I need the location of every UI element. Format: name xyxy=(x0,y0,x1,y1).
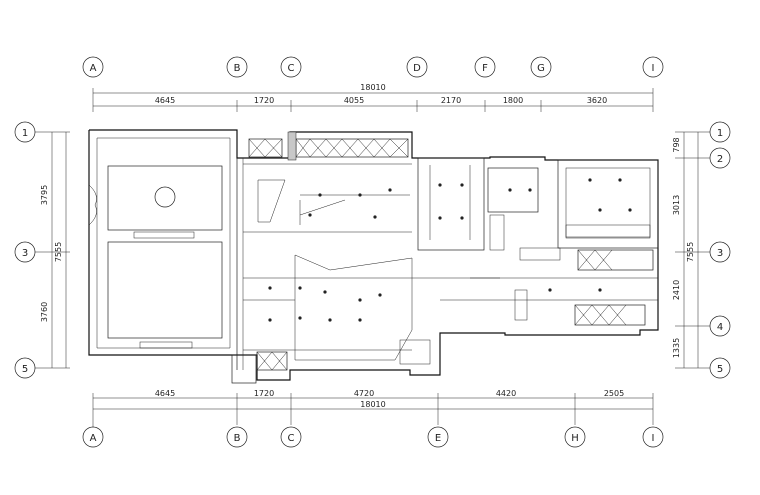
axis-bubble-bottom-E: E xyxy=(427,426,449,448)
axis-bubble-left-3: 3 xyxy=(14,241,36,263)
svg-text:1: 1 xyxy=(22,128,28,139)
svg-text:D: D xyxy=(413,63,421,74)
right-dim-2: 3013 xyxy=(672,195,681,215)
top-cabinet-band xyxy=(248,131,409,161)
svg-text:1: 1 xyxy=(717,128,723,139)
axis-bubble-right-1: 1 xyxy=(709,121,731,143)
axis-bubble-bottom-A: A xyxy=(82,426,104,448)
plan-outline xyxy=(88,129,659,381)
axis-bubble-bottom-B: B xyxy=(226,426,248,448)
top-dimension-lines: 18010 4645 1720 4055 2170 1800 3620 xyxy=(92,83,654,112)
bottom-dim-5: 2505 xyxy=(604,389,624,398)
ceiling-light-icon xyxy=(154,186,176,208)
top-dim-2: 1720 xyxy=(254,96,274,105)
svg-text:5: 5 xyxy=(717,364,723,375)
axis-bubble-top-C: C xyxy=(280,56,302,78)
svg-text:C: C xyxy=(288,63,295,74)
axis-bubble-right-5: 5 xyxy=(709,357,731,379)
svg-text:F: F xyxy=(482,63,488,74)
axis-bubble-bottom-I: I xyxy=(642,426,664,448)
axis-bubble-bottom-C: C xyxy=(280,426,302,448)
bottom-left-cabinet xyxy=(231,351,288,384)
svg-text:B: B xyxy=(234,63,241,74)
svg-text:3: 3 xyxy=(22,248,28,259)
top-axis-bubbles: A B C D F G I xyxy=(82,56,664,78)
bottom-dim-4: 4420 xyxy=(496,389,516,398)
axis-bubble-top-B: B xyxy=(226,56,248,78)
svg-text:E: E xyxy=(435,433,441,444)
axis-bubble-right-3: 3 xyxy=(709,241,731,263)
svg-text:G: G xyxy=(537,63,545,74)
top-dim-5: 1800 xyxy=(503,96,523,105)
left-total-dim: 7555 xyxy=(54,242,63,262)
svg-text:4: 4 xyxy=(717,322,723,333)
axis-bubble-right-2: 2 xyxy=(709,147,731,169)
svg-text:5: 5 xyxy=(22,364,28,375)
svg-text:I: I xyxy=(652,63,655,74)
top-dim-1: 4645 xyxy=(155,96,175,105)
right-dim-1: 798 xyxy=(672,137,681,152)
bottom-dim-2: 1720 xyxy=(254,389,274,398)
top-dim-4: 2170 xyxy=(441,96,461,105)
axis-bubble-top-D: D xyxy=(406,56,428,78)
axis-bubble-left-5: 5 xyxy=(14,357,36,379)
left-dim-1: 3795 xyxy=(40,185,49,205)
left-axis-bubbles: 1 3 5 xyxy=(14,121,36,379)
bottom-dim-3: 4720 xyxy=(354,389,374,398)
svg-text:C: C xyxy=(288,433,295,444)
central-room xyxy=(236,158,500,370)
left-room xyxy=(88,165,223,349)
bottom-axis-bubbles: A B C E H I xyxy=(82,425,664,448)
bottom-dim-1: 4645 xyxy=(155,389,175,398)
svg-text:H: H xyxy=(571,433,579,444)
axis-bubble-top-F: F xyxy=(474,56,496,78)
left-dim-2: 3760 xyxy=(40,302,49,322)
svg-text:A: A xyxy=(90,63,97,74)
svg-text:I: I xyxy=(652,433,655,444)
svg-text:A: A xyxy=(90,433,97,444)
bottom-total-dim: 18010 xyxy=(360,400,385,409)
axis-bubble-top-A: A xyxy=(82,56,104,78)
right-dimension-lines: 798 3013 2410 1335 7555 xyxy=(672,131,710,369)
axis-bubble-top-G: G xyxy=(530,56,552,78)
right-rooms xyxy=(417,157,659,326)
right-dim-3: 2410 xyxy=(672,280,681,300)
top-dim-3: 4055 xyxy=(344,96,364,105)
right-axis-bubbles: 1 2 3 4 5 xyxy=(709,121,731,379)
svg-text:B: B xyxy=(234,433,241,444)
axis-bubble-left-1: 1 xyxy=(14,121,36,143)
top-dim-6: 3620 xyxy=(587,96,607,105)
axis-bubble-right-4: 4 xyxy=(709,315,731,337)
axis-bubble-top-I: I xyxy=(642,56,664,78)
left-dimension-lines: 3795 3760 7555 xyxy=(35,131,70,369)
bottom-dimension-lines: 4645 1720 4720 4420 2505 18010 xyxy=(92,389,654,425)
top-total-dim: 18010 xyxy=(360,83,385,92)
svg-text:3: 3 xyxy=(717,248,723,259)
svg-text:2: 2 xyxy=(717,154,723,165)
right-total-dim: 7555 xyxy=(686,242,695,262)
axis-bubble-bottom-H: H xyxy=(564,426,586,448)
right-dim-4: 1335 xyxy=(672,338,681,358)
